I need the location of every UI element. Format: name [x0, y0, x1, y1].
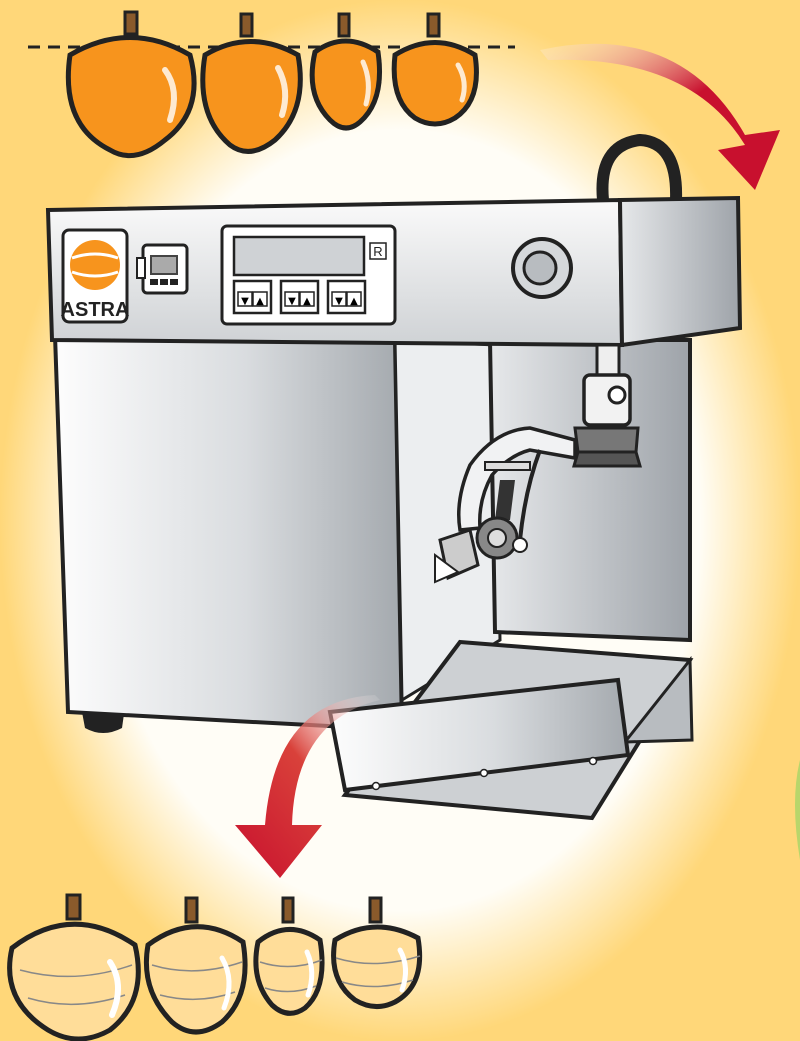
logo-wordmark: ASTRA	[61, 299, 130, 321]
button-pair-2[interactable]: ▼ ▲	[281, 281, 318, 313]
switch-key	[160, 279, 168, 285]
switch-key	[150, 279, 158, 285]
lcd-display	[234, 237, 364, 275]
chute-rivet	[373, 783, 380, 790]
down-arrow-icon: ▼	[241, 296, 249, 307]
chuck-shaft	[597, 345, 619, 375]
fruit-stem	[339, 14, 349, 36]
switch-screen-inner	[152, 257, 176, 273]
button-pair-1[interactable]: ▼ ▲	[234, 281, 271, 313]
up-arrow-icon: ▲	[256, 296, 264, 307]
logo-ball	[70, 240, 120, 290]
brand-logo: ASTRA	[61, 230, 130, 322]
fruit-stem	[370, 898, 381, 922]
peeling-machine: ASTRA R ▼ ▲	[48, 140, 740, 818]
fruit-stem	[428, 14, 439, 36]
display-badge: R	[373, 244, 382, 259]
up-arrow-icon: ▲	[350, 296, 358, 307]
arm-clamp	[485, 462, 530, 470]
control-panel: R ▼ ▲ ▼ ▲ ▼ ▲	[222, 226, 395, 324]
fruit-stem	[67, 895, 80, 919]
button-pair-3[interactable]: ▼ ▲	[328, 281, 365, 313]
chuck-cup	[575, 428, 638, 452]
switch-tab	[137, 258, 145, 278]
fruit-stem	[125, 12, 137, 34]
arm-screw	[513, 538, 527, 552]
fruit-stem	[186, 898, 197, 922]
chuck-base	[574, 452, 640, 466]
chute-rivet	[590, 758, 597, 765]
knob-inner	[524, 252, 556, 284]
power-switch[interactable]	[137, 245, 187, 293]
down-arrow-icon: ▼	[288, 296, 296, 307]
switch-key	[170, 279, 178, 285]
machine-left-body	[55, 335, 402, 730]
fruit-stem	[283, 898, 293, 922]
chute-rivet	[481, 770, 488, 777]
fruit-stem	[241, 14, 252, 36]
chuck-bolt	[609, 387, 625, 403]
blade-hub	[488, 529, 506, 547]
machine-top-side	[620, 198, 740, 345]
down-arrow-icon: ▼	[335, 296, 343, 307]
control-knob[interactable]	[513, 239, 571, 297]
up-arrow-icon: ▲	[303, 296, 311, 307]
